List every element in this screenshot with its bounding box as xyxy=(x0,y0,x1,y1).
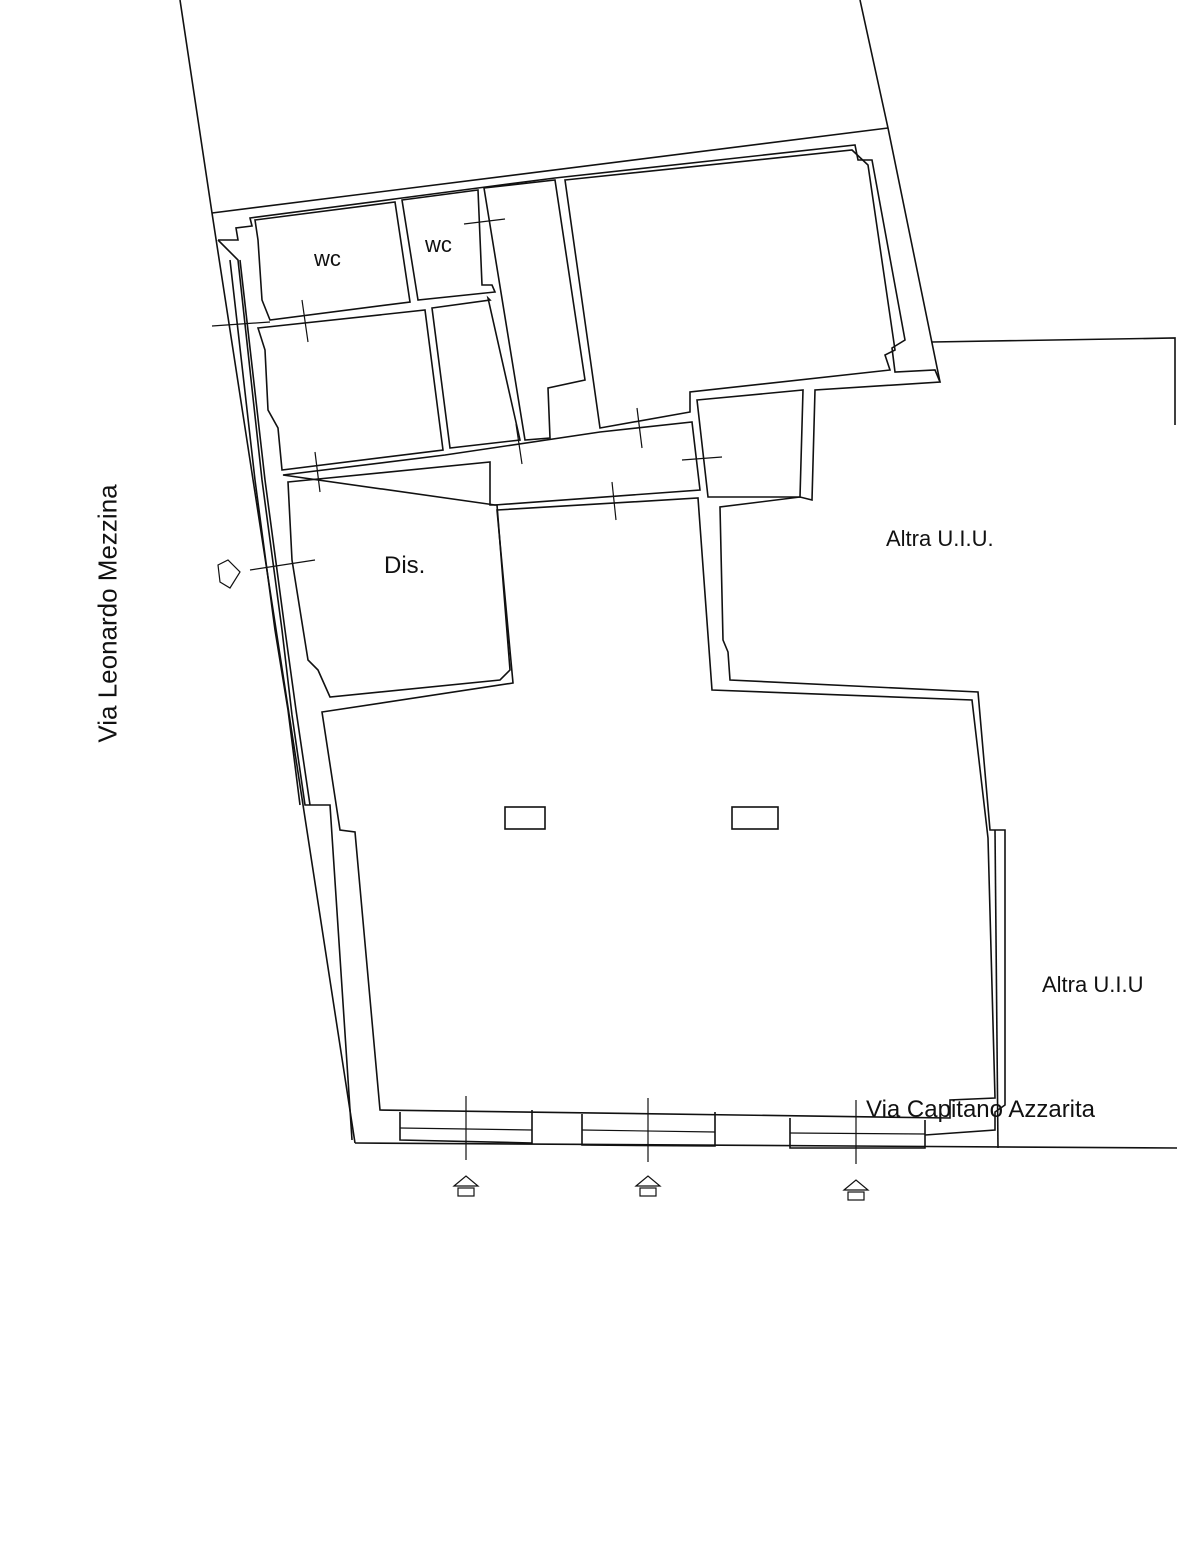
door-ticks xyxy=(211,218,857,1164)
wall-line xyxy=(229,259,301,806)
room-label-dis: Dis. xyxy=(384,552,426,579)
street-label-bottom: Via Capitano Azzarita xyxy=(866,1096,1096,1123)
room-wc-2 xyxy=(401,189,497,301)
outer-wall xyxy=(218,144,1006,1136)
wall-line xyxy=(789,1132,926,1135)
street-front-line xyxy=(354,1142,1177,1149)
pillar-1 xyxy=(504,806,546,830)
room-top-middle xyxy=(483,179,586,441)
other-unit-boundary xyxy=(931,337,1176,425)
corridor xyxy=(282,421,701,506)
room-wc-1 xyxy=(254,201,411,321)
room-label-wc-2: wc xyxy=(425,232,452,257)
entrance-arrow-icons xyxy=(217,559,870,1201)
street-label-left: Via Leonardo Mezzina xyxy=(92,484,123,743)
room-dis xyxy=(287,461,511,698)
wall-line xyxy=(239,259,311,806)
room-left-middle xyxy=(256,309,444,471)
room-top-right xyxy=(564,149,896,429)
room-center xyxy=(431,295,521,449)
room-small xyxy=(696,389,804,498)
pillar-2 xyxy=(731,806,779,830)
room-label-other-unit-2: Altra U.I.U xyxy=(1042,972,1144,997)
room-label-other-unit-1: Altra U.I.U. xyxy=(886,526,994,551)
room-main-hall xyxy=(321,497,996,1119)
room-label-wc-1: wc xyxy=(314,246,341,271)
outer-wall-left xyxy=(217,239,353,1141)
lot-boundary-top xyxy=(211,127,889,214)
other-unit-divider xyxy=(994,829,999,1149)
